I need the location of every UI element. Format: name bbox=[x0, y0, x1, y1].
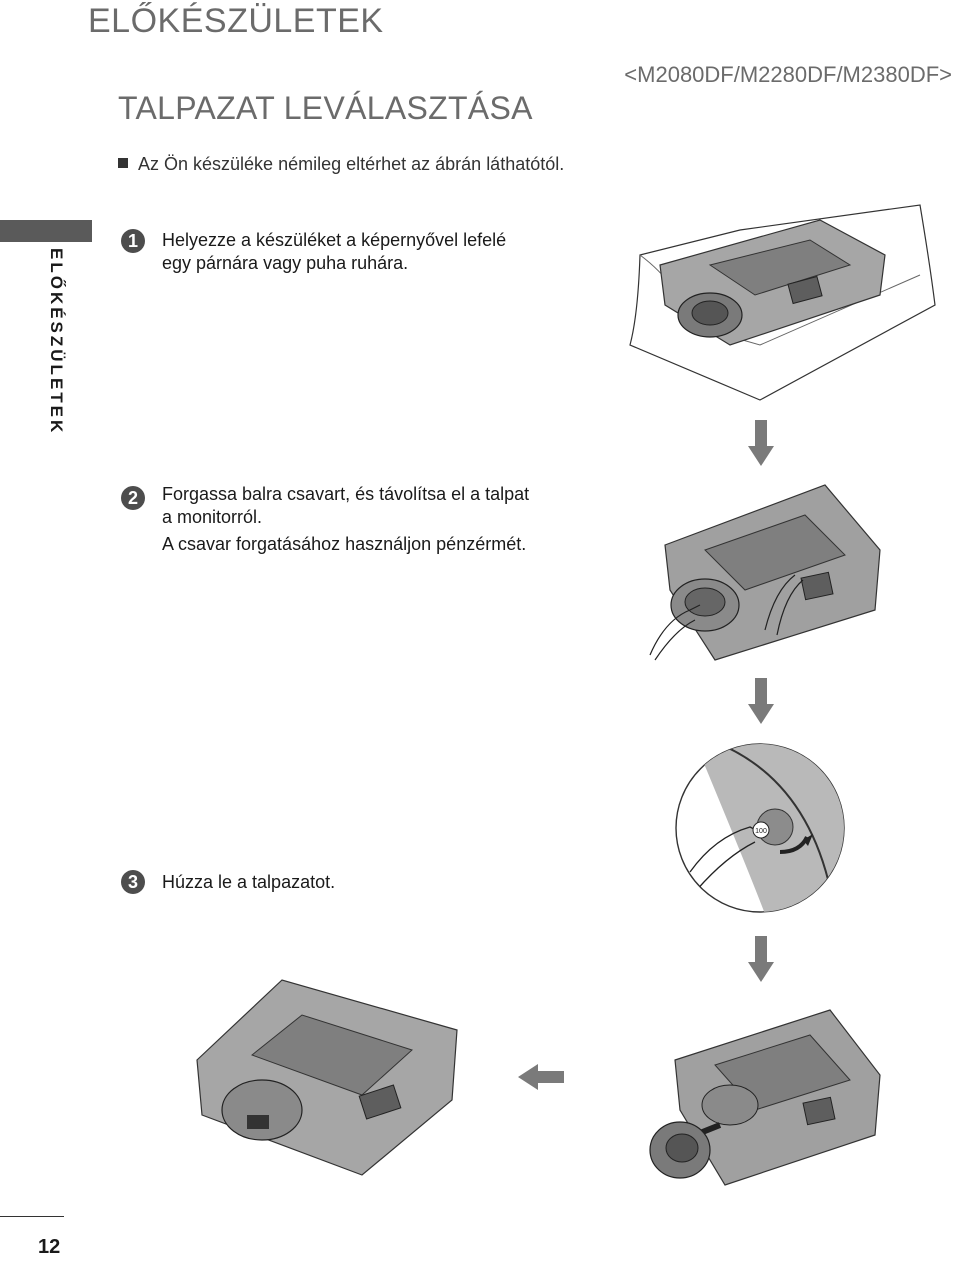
note-text: Az Ön készüléke némileg eltérhet az ábrá… bbox=[138, 154, 565, 174]
step-2-text: Forgassa balra csavart, és távolítsa el … bbox=[162, 483, 529, 556]
arrow-left-icon bbox=[518, 1064, 564, 1090]
unscrew-with-coin-illustration bbox=[649, 484, 881, 661]
arrow-down-icon bbox=[748, 678, 774, 724]
section-title: ELŐKÉSZÜLETEK bbox=[88, 2, 384, 40]
footer-divider bbox=[0, 1216, 64, 1217]
model-label: <M2080DF/M2280DF/M2380DF> bbox=[624, 62, 952, 87]
monitor-on-cushion-illustration bbox=[629, 204, 936, 401]
note: Az Ön készüléke némileg eltérhet az ábrá… bbox=[118, 154, 564, 175]
arrow-down-icon bbox=[748, 936, 774, 982]
stand-removed-illustration bbox=[196, 979, 458, 1176]
page-number: 12 bbox=[38, 1236, 61, 1258]
side-tab-bar bbox=[0, 220, 92, 242]
step-2-number: 2 bbox=[121, 486, 145, 510]
step-2-line-1: Forgassa balra csavart, és távolítsa el … bbox=[162, 484, 530, 504]
coin-closeup-illustration: 100 bbox=[675, 743, 845, 913]
square-bullet-icon bbox=[118, 158, 128, 169]
step-3-text: Húzza le a talpazatot. bbox=[162, 872, 336, 892]
step-1-line-2: egy párnára vagy puha ruhára. bbox=[162, 253, 409, 273]
step-2-line-3: A csavar forgatásához használjon pénzérm… bbox=[162, 534, 527, 554]
pull-stand-illustration bbox=[649, 1009, 881, 1186]
coin-label: 100 bbox=[755, 828, 767, 835]
step-1-line-1: Helyezze a készüléket a képernyővel lefe… bbox=[162, 230, 507, 250]
arrow-down-icon bbox=[748, 420, 774, 466]
page-title: TALPAZAT LEVÁLASZTÁSA bbox=[118, 90, 533, 126]
step-2-line-2: a monitorról. bbox=[162, 507, 263, 527]
step-1-text: Helyezze a készüléket a képernyővel lefe… bbox=[162, 229, 506, 275]
side-tab-label: ELŐKÉSZÜLETEK bbox=[47, 248, 66, 436]
step-3-number: 3 bbox=[121, 870, 145, 894]
step-1-number: 1 bbox=[121, 229, 145, 253]
